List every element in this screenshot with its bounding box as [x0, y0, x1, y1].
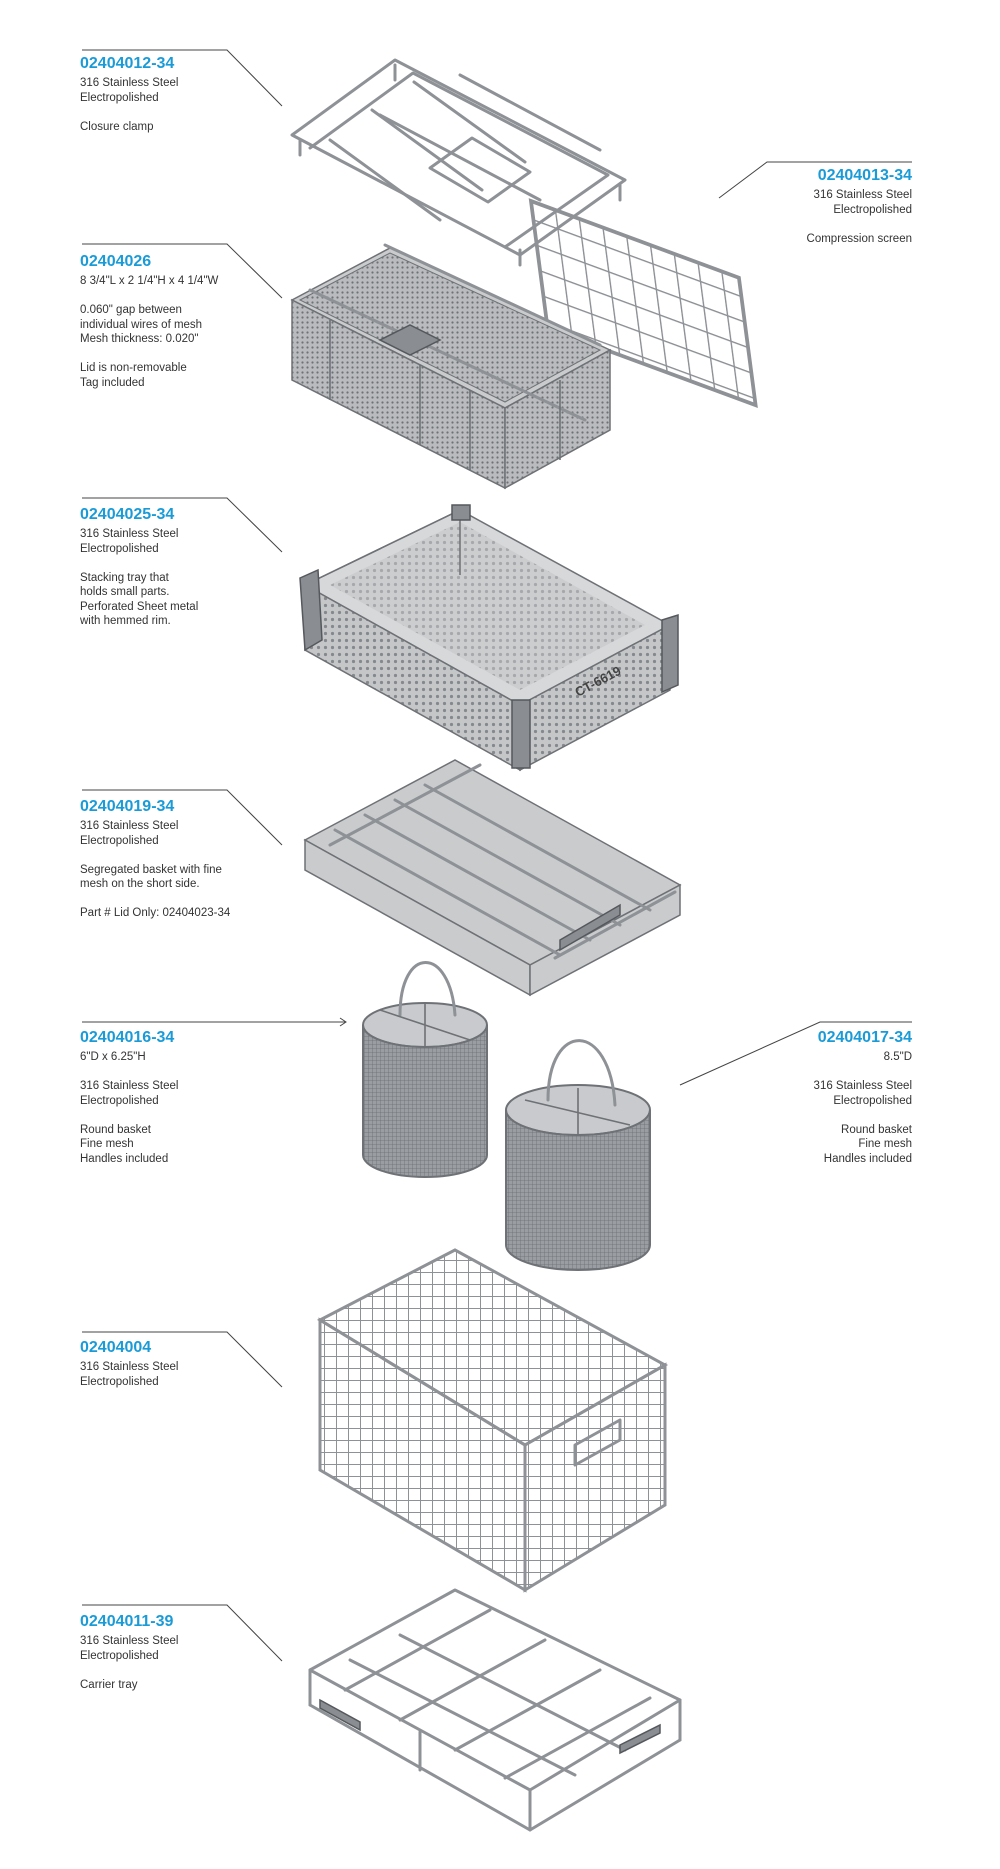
closure-clamp-illustration	[290, 58, 627, 267]
desc-line: Electropolished	[833, 1094, 912, 1107]
desc-line: Mesh thickness: 0.020"	[80, 333, 199, 345]
part-number: 02404004	[80, 1339, 152, 1356]
desc-line: Round basket	[80, 1123, 151, 1136]
desc-line: Electropolished	[833, 203, 912, 216]
desc-line: Segregated basket with fine	[80, 863, 222, 876]
desc-line	[652, 1065, 912, 1080]
desc-line: with hemmed rim.	[80, 615, 171, 627]
label-segregated-basket: 02404019-34 316 Stainless Steel Electrop…	[80, 797, 340, 921]
desc-line: Tag included	[80, 376, 145, 389]
label-mesh-basket: 02404026 8 3/4"L x 2 1/4"H x 4 1/4"W 0.0…	[80, 252, 340, 390]
carrier-tray-illustration	[308, 1588, 682, 1832]
desc-line: Handles included	[823, 1152, 912, 1165]
part-number: 02404013-34	[817, 167, 912, 184]
desc-line	[80, 1108, 340, 1123]
desc-line: Electropolished	[80, 834, 159, 847]
round-basket-small-illustration	[362, 961, 488, 1178]
compression-screen-illustration	[528, 198, 758, 408]
desc-line: Electropolished	[80, 1094, 159, 1107]
desc-line: Electropolished	[80, 91, 159, 104]
desc-line	[80, 1065, 340, 1080]
desc-line: 316 Stainless Steel	[80, 1635, 179, 1647]
desc-line: Lid is non-removable	[80, 362, 187, 374]
desc-line: Perforated Sheet metal	[80, 600, 199, 613]
desc-line: 316 Stainless Steel	[80, 820, 179, 832]
desc-line: Handles included	[80, 1152, 169, 1165]
desc-line: Closure clamp	[80, 120, 154, 133]
desc-line	[80, 289, 340, 304]
desc-line: Electropolished	[80, 1649, 159, 1662]
desc-line: Electropolished	[80, 1375, 159, 1388]
desc-line: 6"D x 6.25"H	[80, 1051, 146, 1063]
mesh-basket-illustration	[290, 243, 612, 490]
label-carrier-tray: 02404011-39 316 Stainless Steel Electrop…	[80, 1612, 340, 1692]
desc-line: 316 Stainless Steel	[80, 1361, 179, 1373]
stacking-tray-illustration: CT-6619	[299, 504, 679, 772]
label-closure-clamp: 02404012-34 316 Stainless Steel Electrop…	[80, 54, 340, 134]
label-stacking-tray: 02404025-34 316 Stainless Steel Electrop…	[80, 505, 340, 629]
wire-basket-illustration	[316, 1248, 669, 1593]
desc-line	[80, 1663, 340, 1678]
desc-line: holds small parts.	[80, 586, 170, 598]
desc-line: 0.060" gap between	[80, 304, 182, 316]
desc-line: 316 Stainless Steel	[80, 77, 179, 89]
part-number: 02404025-34	[80, 506, 175, 523]
desc-line: Part # Lid Only: 02404023-34	[80, 907, 231, 919]
desc-line	[80, 892, 340, 907]
part-number: 02404019-34	[80, 798, 175, 815]
part-number: 02404017-34	[817, 1029, 912, 1046]
desc-line: 316 Stainless Steel	[813, 189, 912, 201]
desc-line	[80, 105, 340, 120]
part-number: 02404026	[80, 253, 152, 270]
label-compression-screen: 02404013-34 316 Stainless Steel Electrop…	[652, 166, 912, 246]
part-number: 02404016-34	[80, 1029, 175, 1046]
desc-line	[80, 848, 340, 863]
round-basket-large-illustration	[505, 1039, 651, 1271]
desc-line: Carrier tray	[80, 1678, 138, 1691]
desc-line: 316 Stainless Steel	[813, 1080, 912, 1092]
desc-line: Compression screen	[806, 232, 912, 245]
desc-line	[652, 1108, 912, 1123]
leader-lines	[82, 49, 912, 1662]
desc-line: Stacking tray that	[80, 571, 169, 584]
part-number: 02404011-39	[80, 1613, 174, 1630]
desc-line: 316 Stainless Steel	[80, 528, 179, 540]
desc-line	[652, 217, 912, 232]
label-round-basket-small: 02404016-34 6"D x 6.25"H 316 Stainless S…	[80, 1028, 340, 1166]
desc-line: Electropolished	[80, 542, 159, 555]
part-number: 02404012-34	[80, 55, 175, 72]
desc-line: 8.5"D	[883, 1051, 912, 1063]
desc-line	[80, 556, 340, 571]
desc-line: mesh on the short side.	[80, 878, 200, 890]
desc-line	[80, 347, 340, 362]
segregated-basket-illustration	[303, 759, 682, 997]
desc-line: 8 3/4"L x 2 1/4"H x 4 1/4"W	[80, 275, 219, 287]
desc-line: Fine mesh	[80, 1138, 134, 1150]
desc-line: individual wires of mesh	[80, 318, 203, 331]
label-round-basket-large: 02404017-34 8.5"D 316 Stainless Steel El…	[652, 1028, 912, 1166]
desc-line: Round basket	[841, 1123, 912, 1136]
label-wire-basket: 02404004 316 Stainless Steel Electropoli…	[80, 1338, 340, 1389]
desc-line: 316 Stainless Steel	[80, 1080, 179, 1092]
desc-line: Fine mesh	[858, 1138, 912, 1150]
